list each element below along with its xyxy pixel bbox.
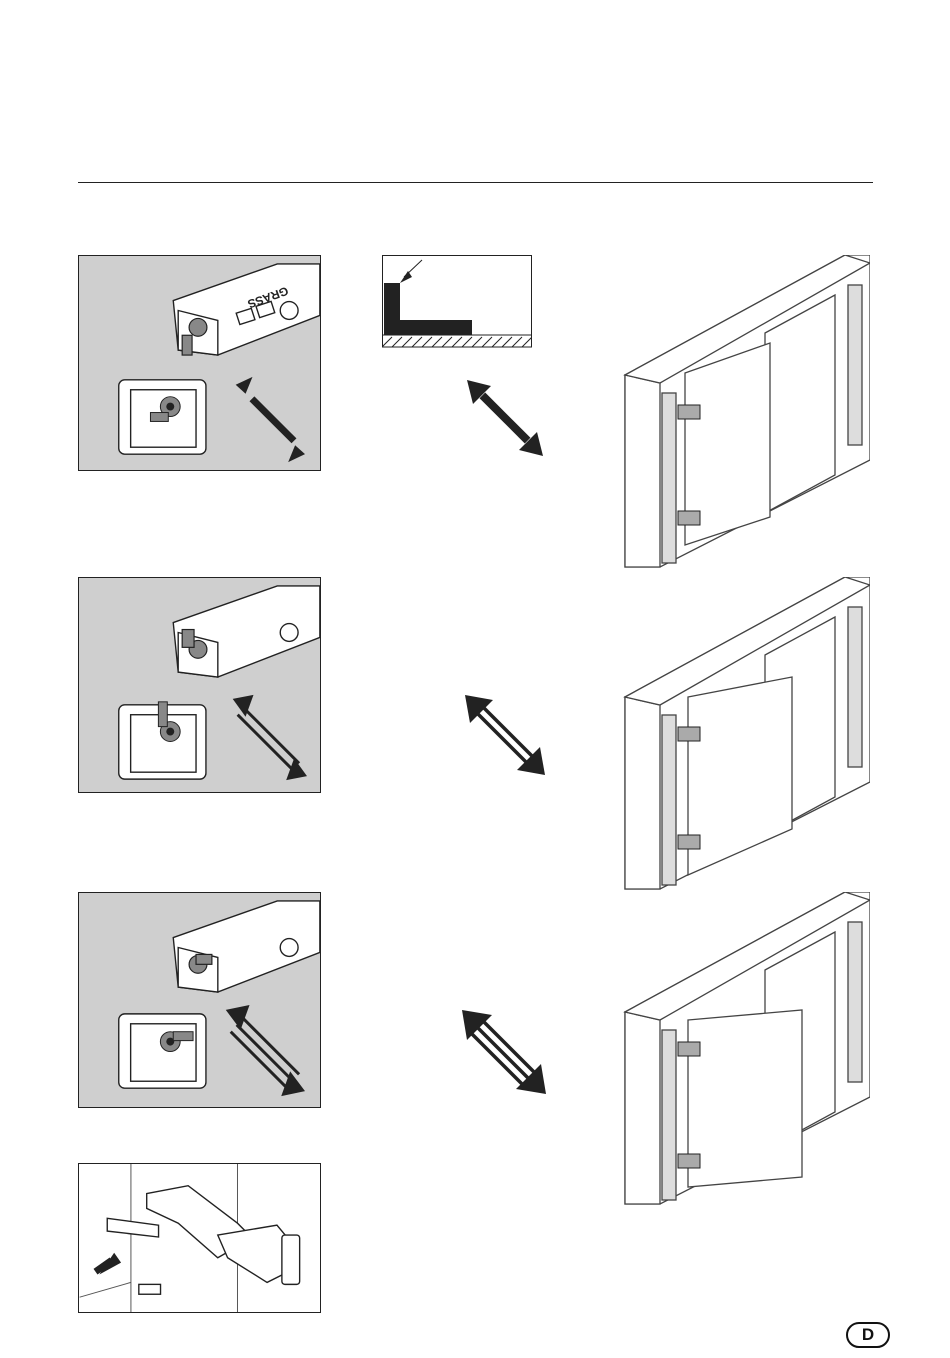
hinge-illustration-1: GRASS xyxy=(79,256,320,470)
cabinet-illustration-3 xyxy=(620,892,870,1207)
cabinet-illustration-2 xyxy=(620,577,870,892)
middle-arrow-1 xyxy=(465,378,545,458)
cabinet-2 xyxy=(620,577,870,892)
hinge-insert-illustration xyxy=(79,1164,320,1312)
cabinet-1 xyxy=(620,255,870,570)
double-line-arrow-icon xyxy=(465,695,545,775)
middle-arrow-3 xyxy=(462,1010,546,1094)
triple-line-arrow-icon xyxy=(462,1010,546,1094)
solid-arrow-icon xyxy=(465,378,545,458)
cabinet-illustration-1 xyxy=(620,255,870,570)
hinge-adjust-panel-3 xyxy=(78,892,321,1108)
hinge-illustration-3 xyxy=(79,893,320,1107)
hinge-insert-panel xyxy=(78,1163,321,1313)
profile-diagram-svg xyxy=(382,255,532,350)
profile-diagram xyxy=(382,255,532,350)
hinge-adjust-panel-1: GRASS xyxy=(78,255,321,471)
hinge-adjust-panel-2 xyxy=(78,577,321,793)
header-rule xyxy=(78,182,873,183)
cabinet-3 xyxy=(620,892,870,1207)
page-language-badge: D xyxy=(846,1322,890,1348)
hinge-illustration-2 xyxy=(79,578,320,792)
middle-arrow-2 xyxy=(465,695,545,775)
